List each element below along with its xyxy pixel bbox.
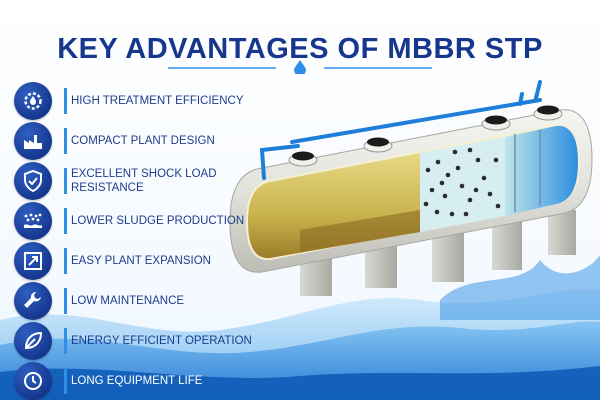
advantage-item: LOW MAINTENANCE bbox=[14, 282, 254, 320]
advantage-item: COMPACT PLANT DESIGN bbox=[14, 122, 254, 160]
accent-bar bbox=[64, 368, 67, 394]
advantage-label: EASY PLANT EXPANSION bbox=[71, 255, 211, 267]
advantage-label: COMPACT PLANT DESIGN bbox=[71, 135, 215, 147]
advantage-label: LOWER SLUDGE PRODUCTION bbox=[71, 215, 245, 227]
advantage-item: LONG EQUIPMENT LIFE bbox=[14, 362, 254, 400]
accent-bar bbox=[64, 208, 67, 234]
accent-bar bbox=[64, 248, 67, 274]
title-divider bbox=[168, 60, 432, 74]
accent-bar bbox=[64, 168, 67, 194]
accent-bar bbox=[64, 288, 67, 314]
shield-check-icon bbox=[14, 162, 52, 200]
accent-bar bbox=[64, 128, 67, 154]
advantage-label: LOW MAINTENANCE bbox=[71, 295, 185, 307]
page-title: KEY ADVANTAGES OF MBBR STP bbox=[57, 33, 543, 66]
gear-drop-icon bbox=[14, 82, 52, 120]
sludge-dots-icon bbox=[14, 202, 52, 240]
advantage-item: HIGH TREATMENT EFFICIENCY bbox=[14, 82, 254, 120]
clock-icon bbox=[14, 362, 52, 400]
factory-icon bbox=[14, 122, 52, 160]
advantage-label: LONG EQUIPMENT LIFE bbox=[71, 375, 203, 387]
mbbr-media bbox=[423, 147, 501, 217]
expand-arrows-icon bbox=[14, 242, 52, 280]
tank-pipes bbox=[259, 80, 542, 180]
advantage-item: EXCELLENT SHOCK LOAD RESISTANCE bbox=[14, 162, 254, 200]
wrench-icon bbox=[14, 282, 52, 320]
leaf-icon bbox=[14, 322, 52, 360]
advantage-label: HIGH TREATMENT EFFICIENCY bbox=[71, 95, 244, 107]
manholes bbox=[288, 105, 563, 167]
advantage-label: EXCELLENT SHOCK LOAD RESISTANCE bbox=[71, 168, 217, 194]
advantage-item: ENERGY EFFICIENT OPERATION bbox=[14, 322, 254, 360]
advantage-item: LOWER SLUDGE PRODUCTION bbox=[14, 202, 254, 240]
water-drop-icon bbox=[294, 60, 306, 74]
accent-bar bbox=[64, 88, 67, 114]
advantage-item: EASY PLANT EXPANSION bbox=[14, 242, 254, 280]
accent-bar bbox=[64, 328, 67, 354]
advantage-label: ENERGY EFFICIENT OPERATION bbox=[71, 335, 252, 347]
